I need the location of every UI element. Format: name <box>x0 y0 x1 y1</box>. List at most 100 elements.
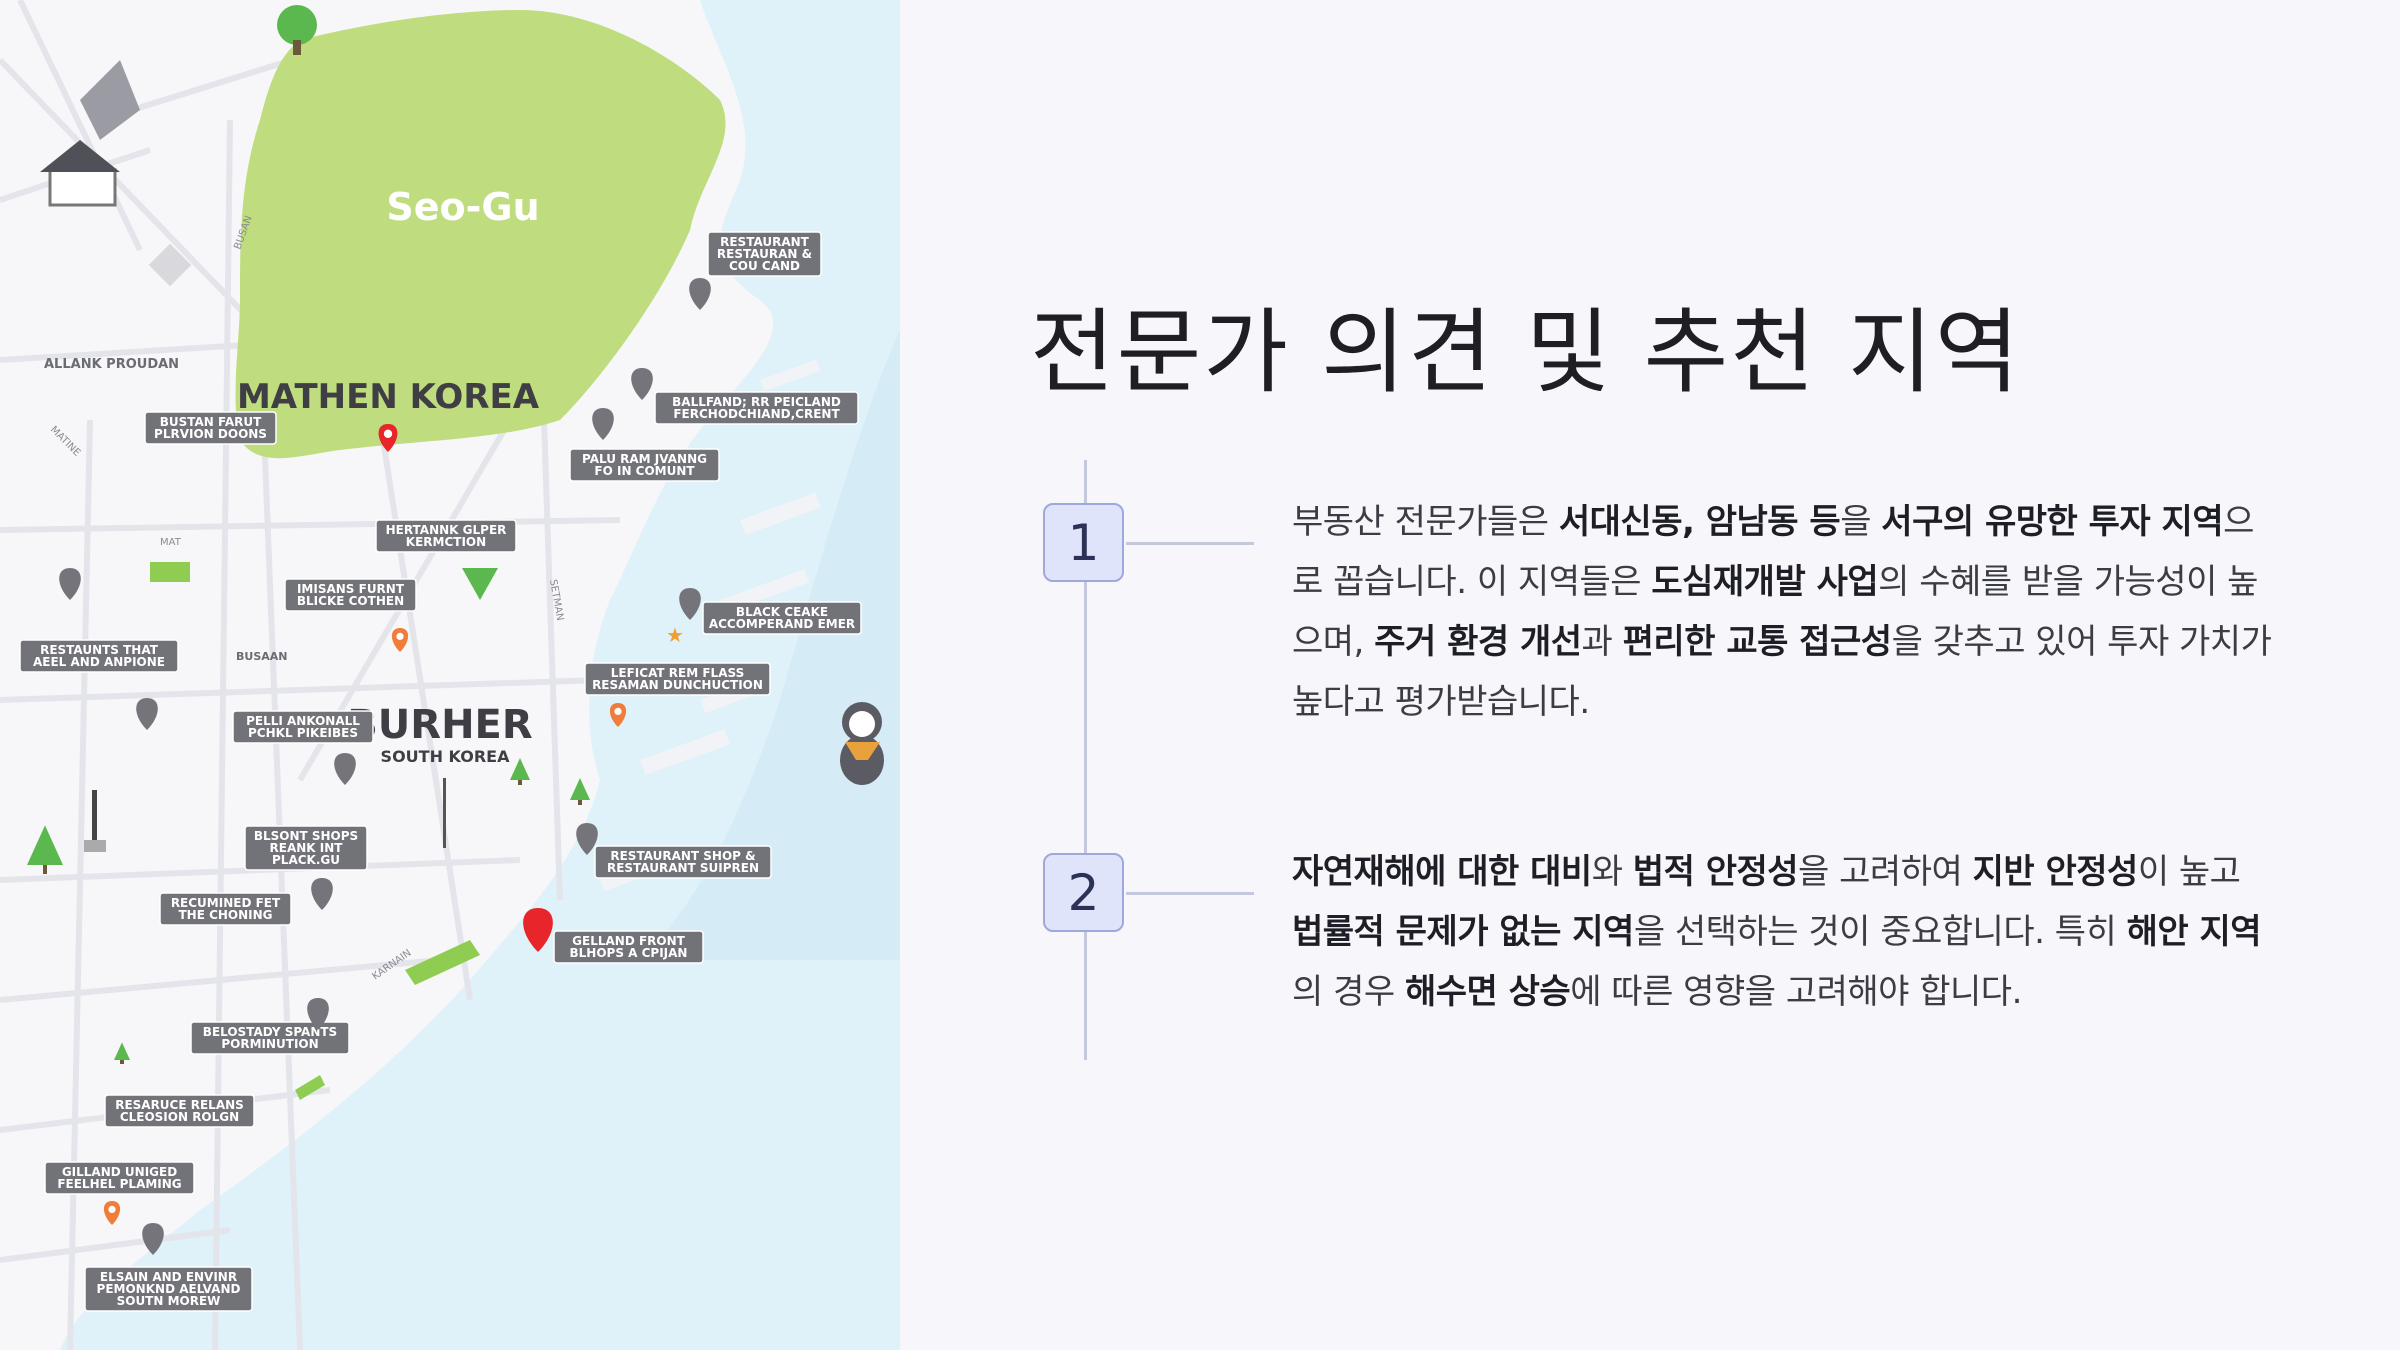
callout-box-1 <box>654 391 859 425</box>
callout-text-1-0: BALLFAND; RR PEICLAND <box>672 395 841 409</box>
orange-pin-1-dot <box>614 707 622 716</box>
map-title-main: MATHEN KOREA <box>237 377 540 417</box>
callout-text-13-0: GELLAND FRONT <box>572 934 685 948</box>
building-top <box>80 60 140 140</box>
pier-0 <box>740 492 821 536</box>
callout-box-8 <box>584 662 771 696</box>
callout-text-15-1: CLEOSION ROLGN <box>120 1110 239 1124</box>
highlight-text: 도심재개발 사업 <box>1651 562 1879 602</box>
body-text: 을 갖추고 있어 투자 가치가 높다고 평가받습니다. <box>1292 622 2272 722</box>
callout-text-0-2: COU CAND <box>729 259 800 273</box>
road-5 <box>212 119 233 1350</box>
callout-text-10-0: BLSONT SHOPS <box>254 829 358 843</box>
callout-text-10-2: PLACK.GU <box>272 853 340 867</box>
callout-text-6-0: BLACK CEAKE <box>736 605 828 619</box>
map-pin-4 <box>59 568 81 600</box>
callout-box-0 <box>707 231 822 277</box>
red-pin-main-dot <box>383 429 393 438</box>
map-pin-2 <box>592 408 614 440</box>
map-pin-7 <box>576 823 598 855</box>
callout-text-0-0: RESTAURANT <box>720 235 810 249</box>
mascot-icon <box>840 702 884 785</box>
street-label-1: BUSAAN <box>236 650 287 663</box>
callout-text-4-1: KERMCTION <box>406 535 486 549</box>
body-text: 을 <box>1840 502 1882 542</box>
callout-text-3-1: PLRVION DOONS <box>154 427 267 441</box>
map-pin-3 <box>679 588 701 620</box>
map-pin-0 <box>689 278 711 310</box>
callout-text-5-0: IMISANS FURNT <box>297 582 405 596</box>
callout-text-1-1: FERCHODCHIAND,CRENT <box>673 407 840 421</box>
road-1 <box>17 0 143 252</box>
callout-text-14-1: PORMINUTION <box>221 1037 318 1051</box>
building-small <box>148 243 192 287</box>
tree-1 <box>27 825 63 865</box>
body-text: 에 따른 영향을 고려해야 합니다. <box>1570 972 2022 1012</box>
street-label-0: ALLANK PROUDAN <box>44 357 179 372</box>
green-patch-1 <box>150 562 190 582</box>
step-1-paragraph: 부동산 전문가들은 서대신동, 암남동 등을 서구의 유망한 투자 지역으로 꼽… <box>1292 492 2272 732</box>
road-12 <box>0 1227 231 1263</box>
callout-box-14 <box>190 1021 350 1055</box>
sea-water <box>60 0 900 1350</box>
map-title-city: BURHER <box>347 702 532 748</box>
green-patch-3 <box>295 1075 325 1100</box>
highlight-text: 법적 안정성 <box>1632 852 1799 892</box>
callout-text-7-0: RESTAUNTS THAT <box>40 643 159 657</box>
map-title-country: SOUTH KOREA <box>381 747 511 766</box>
callout-text-8-1: RESAMAN DUNCHUCTION <box>592 678 763 692</box>
sea-deep <box>640 330 900 960</box>
road-13 <box>377 419 473 1001</box>
step-1-connector <box>1126 542 1254 545</box>
highlight-text: 서구의 유망한 투자 지역 <box>1881 502 2224 542</box>
body-text: 의 수혜를 받을 가능성이 높으며, <box>1292 562 2258 662</box>
tree-4-trunk <box>578 800 582 805</box>
map-pin-5 <box>136 698 158 730</box>
road-14 <box>67 419 93 1350</box>
callout-box-4 <box>375 519 517 553</box>
mascot-scarf <box>845 742 880 760</box>
highlight-text: 지반 안정성 <box>1972 852 2139 892</box>
orange-pin-0-dot <box>396 632 404 641</box>
callout-text-2-1: FO IN COMUNT <box>594 464 695 478</box>
map-pin-10 <box>142 1223 164 1255</box>
callout-text-6-1: ACCOMPERAND EMER <box>709 617 855 631</box>
green-marker <box>462 568 498 600</box>
orange-pin-2-dot <box>108 1205 116 1213</box>
callout-box-2 <box>569 448 720 482</box>
callout-box-12 <box>159 892 292 926</box>
tree-4 <box>570 778 590 800</box>
callout-text-3-0: BUSTAN FARUT <box>160 415 262 429</box>
map-pin-9 <box>307 998 329 1030</box>
callout-text-13-1: BLHOPS A CPIJAN <box>570 946 688 960</box>
street-label-3: MAT <box>160 537 182 548</box>
callout-text-7-1: AEEL AND ANPIONE <box>33 655 165 669</box>
callout-text-12-1: THE CHONING <box>178 908 272 922</box>
lamp-base <box>84 840 106 852</box>
callout-box-7 <box>19 639 179 673</box>
road-4 <box>0 517 621 533</box>
map-pin-6 <box>334 753 356 785</box>
callout-box-13 <box>553 930 704 964</box>
star-icon: ★ <box>666 623 684 647</box>
callout-text-17-2: SOUTN MOREW <box>117 1294 221 1308</box>
body-text: 과 <box>1581 622 1623 662</box>
lamp-post <box>92 790 97 840</box>
pier-4 <box>640 729 731 776</box>
tree-1-trunk <box>43 865 47 874</box>
body-text: 와 <box>1591 852 1633 892</box>
callout-text-10-1: REANK INT <box>270 841 344 855</box>
tree-2-trunk <box>518 780 522 785</box>
body-text: 을 선택하는 것이 중요합니다. 특히 <box>1633 912 2127 952</box>
highlight-text: 해수면 상승 <box>1404 972 1571 1012</box>
house-roof <box>40 140 120 172</box>
callout-text-4-0: HERTANNK GLPER <box>386 523 507 537</box>
tree-3 <box>114 1042 130 1060</box>
slide-title: 전문가 의견 및 추천 지역 <box>1030 299 2022 406</box>
tree-3-trunk <box>120 1060 124 1064</box>
highlight-text: 자연재해에 대한 대비 <box>1292 852 1592 892</box>
callout-text-16-0: GILLAND UNIGED <box>62 1165 177 1179</box>
callout-box-9 <box>232 710 374 744</box>
callout-text-9-1: PCHKL PIKEIBES <box>248 726 358 740</box>
